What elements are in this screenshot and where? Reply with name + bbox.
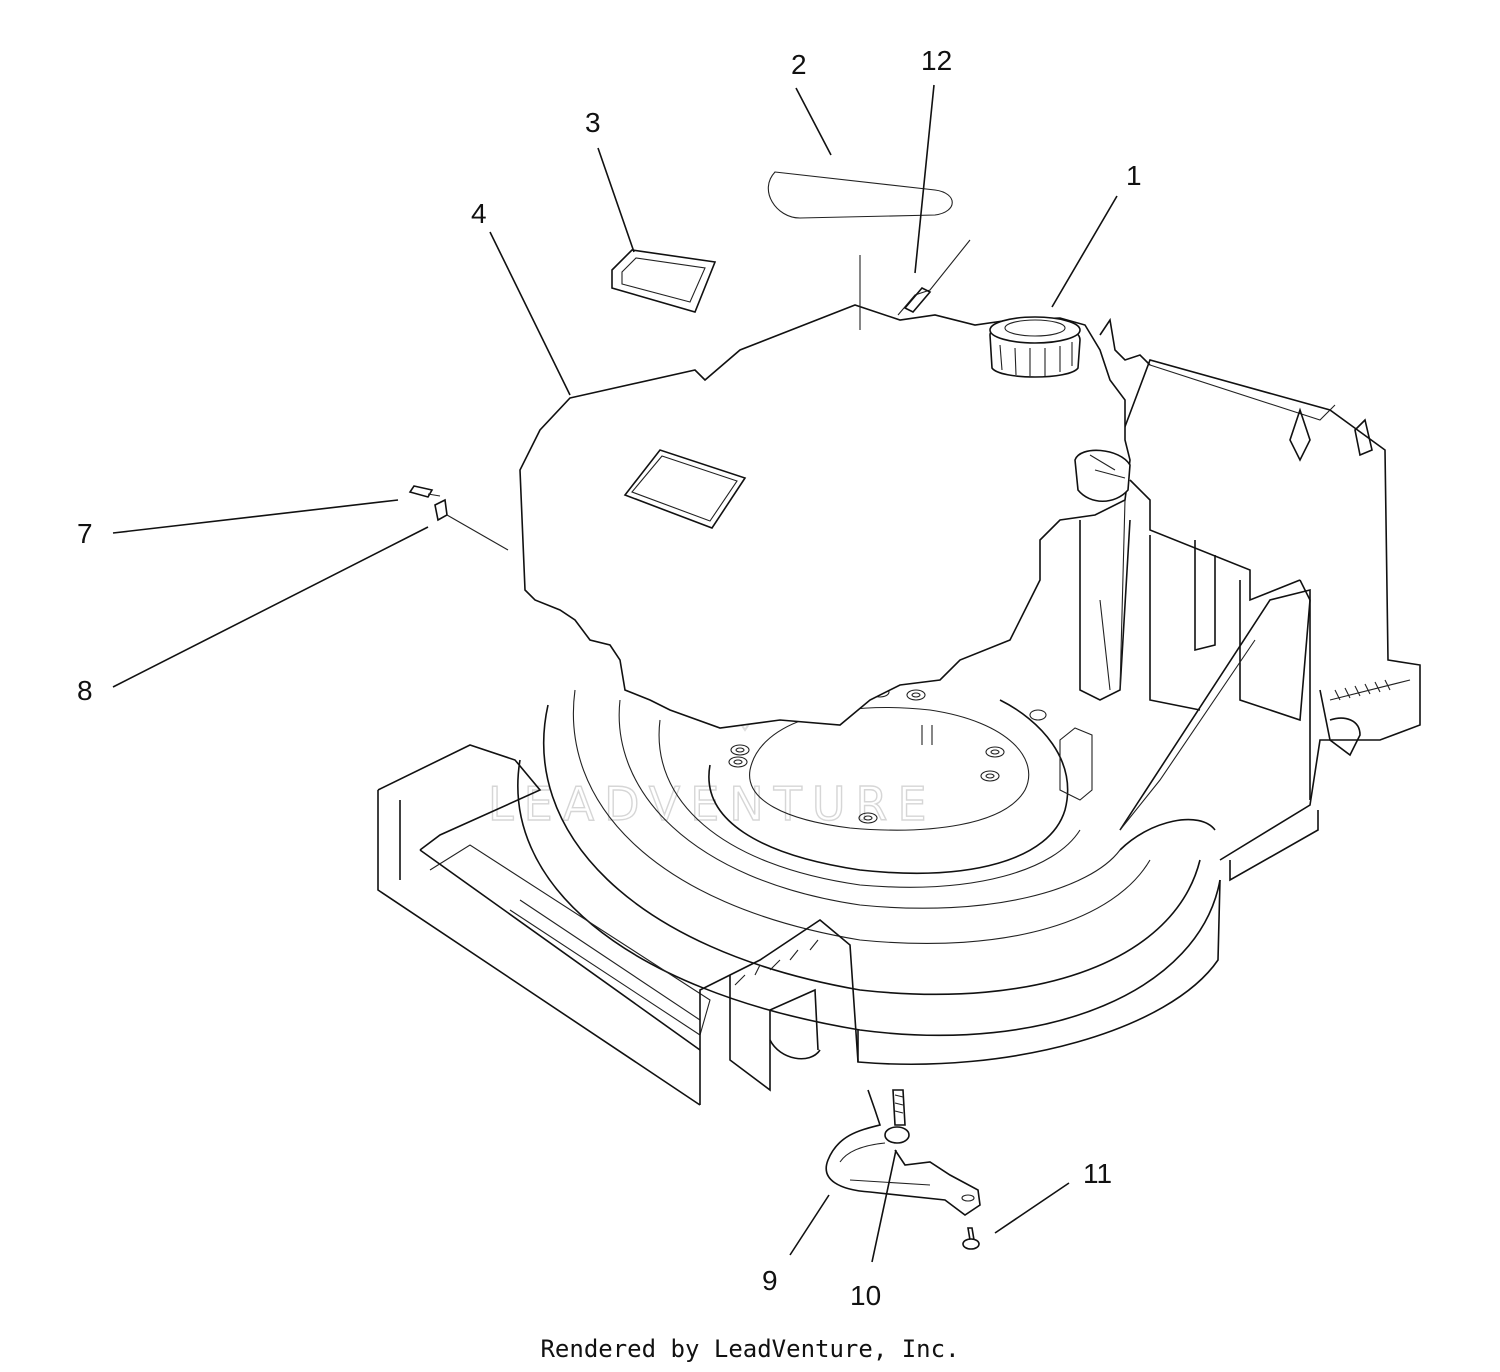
callout-9: 9 — [762, 1265, 778, 1296]
part-10-bolt — [884, 1089, 910, 1144]
gas-cap — [989, 316, 1081, 378]
part-2-decal — [767, 171, 953, 219]
leader-lines — [112, 84, 1118, 1263]
callout-4: 4 — [471, 198, 487, 229]
part-7-screw — [408, 485, 441, 498]
callout-8: 8 — [77, 675, 93, 706]
part-3-pad — [611, 249, 717, 313]
callout-7: 7 — [77, 518, 93, 549]
callout-2: 2 — [791, 49, 807, 80]
watermark-text: LEADVENTURE — [488, 777, 937, 831]
callout-3: 3 — [585, 107, 601, 138]
callout-11: 11 — [1083, 1158, 1112, 1189]
footer-credit: Rendered by LeadVenture, Inc. — [540, 1335, 959, 1363]
callout-12: 12 — [921, 45, 952, 76]
part-11-screw — [962, 1227, 980, 1250]
callout-10: 10 — [850, 1280, 881, 1311]
part-8-clip — [434, 498, 509, 551]
engine-assembly — [519, 239, 1131, 729]
mower-deck — [377, 317, 1421, 1106]
callout-1: 1 — [1126, 160, 1142, 191]
part-9-bracket — [825, 1089, 981, 1216]
